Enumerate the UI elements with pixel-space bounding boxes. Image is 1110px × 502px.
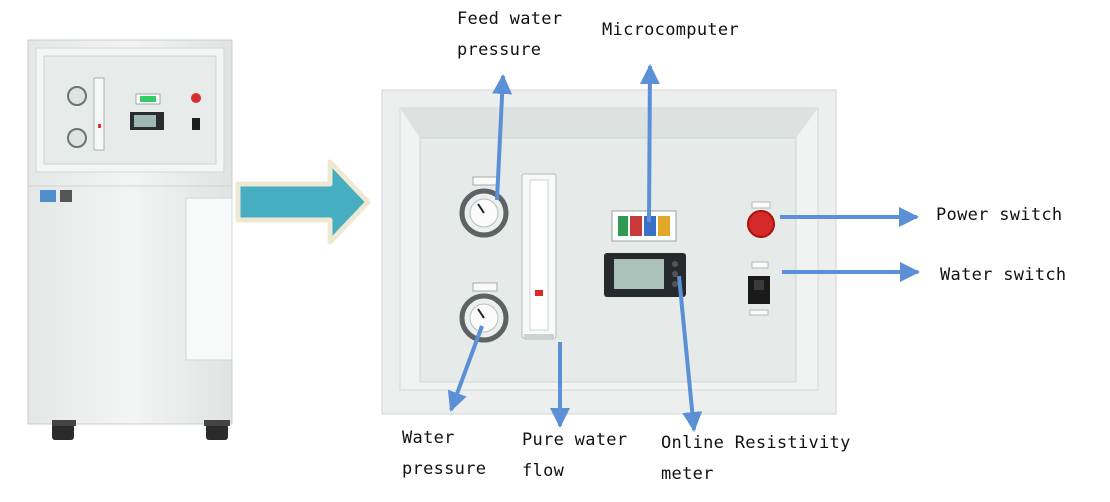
arrow-feed-water-pressure — [492, 74, 513, 201]
callout-arrows — [447, 64, 920, 432]
arrow-online-resistivity-meter — [677, 275, 703, 432]
label-online-resistivity-meter: Online Resistivity meter — [661, 433, 851, 484]
label-feed-water-pressure: Feed water pressure — [457, 9, 563, 60]
water-purifier-cabinet — [27, 39, 233, 440]
label-water-switch: Water switch — [940, 265, 1067, 285]
label-pure-water-flow: Pure water flow — [522, 430, 628, 481]
label-microcomputer: Microcomputer — [602, 20, 739, 40]
big-right-arrow-icon — [235, 159, 371, 245]
arrow-water-pressure — [447, 325, 484, 412]
label-water-pressure: Water pressure — [402, 428, 487, 479]
label-power-switch: Power switch — [936, 205, 1063, 225]
arrow-microcomputer — [639, 64, 660, 223]
control-panel-closeup — [381, 89, 837, 415]
